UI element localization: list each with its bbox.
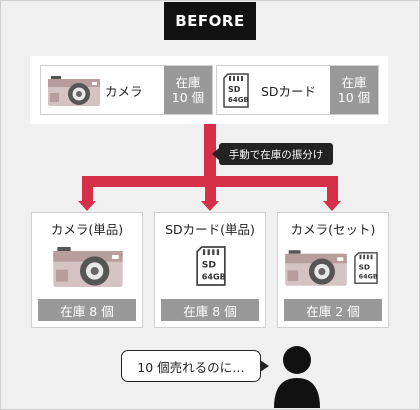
stock-count: 10 個 bbox=[171, 90, 205, 105]
sd-capacity-text: 64GB bbox=[359, 273, 378, 281]
camera-icon bbox=[48, 76, 100, 106]
arrowhead-center bbox=[201, 201, 219, 211]
arrow-stem bbox=[204, 124, 216, 182]
top-item-label: SDカード bbox=[261, 84, 317, 99]
diagram-title: BEFORE bbox=[164, 2, 256, 40]
card-title: カメラ(セット) bbox=[290, 222, 376, 237]
card-stock: 在庫 2 個 bbox=[284, 299, 382, 321]
stock-count: 10 個 bbox=[337, 90, 371, 105]
speech-bubble: 10 個売れるのに… bbox=[121, 350, 269, 382]
arrow-center-drop bbox=[205, 176, 216, 202]
stock-label: 在庫 bbox=[175, 75, 201, 90]
card-camera-set: カメラ(セット) SD 64GB 在庫 2 個 bbox=[277, 212, 389, 328]
arrow-right-drop bbox=[327, 176, 338, 202]
sd-text: SD bbox=[228, 85, 241, 94]
card-stock: 在庫 8 個 bbox=[161, 299, 259, 321]
stock-label: 在庫 bbox=[341, 75, 367, 90]
arrow-left-drop bbox=[82, 176, 93, 202]
sd-text: SD bbox=[359, 262, 370, 271]
top-inventory-box: カメラ 在庫 10 個 SD 64GB SDカード 在庫 10 個 bbox=[30, 56, 388, 124]
card-sd-single: SDカード(単品) SD 64GB 在庫 8 個 bbox=[154, 212, 266, 328]
sd-card-icon: SD 64GB bbox=[196, 246, 226, 286]
camera-icon bbox=[285, 250, 347, 286]
top-item-camera: カメラ 在庫 10 個 bbox=[40, 65, 213, 115]
sd-card-icon: SD 64GB bbox=[223, 73, 249, 108]
card-camera-single: カメラ(単品) 在庫 8 個 bbox=[31, 212, 143, 328]
card-title: SDカード(単品) bbox=[165, 222, 255, 237]
card-title: カメラ(単品) bbox=[50, 222, 124, 237]
sd-text: SD bbox=[202, 260, 217, 271]
top-item-label: カメラ bbox=[105, 84, 143, 99]
arrowhead-right bbox=[323, 201, 341, 211]
sd-card-icon: SD 64GB bbox=[354, 252, 378, 284]
manual-allocation-note: 手動で在庫の振分け bbox=[212, 143, 333, 165]
top-item-stock: 在庫 10 個 bbox=[164, 66, 212, 114]
sd-capacity-text: 64GB bbox=[228, 96, 249, 104]
camera-icon bbox=[53, 247, 123, 287]
arrowhead-left bbox=[78, 201, 96, 211]
top-item-sd-card: SD 64GB SDカード 在庫 10 個 bbox=[216, 65, 379, 115]
person-icon bbox=[274, 346, 320, 408]
top-item-stock: 在庫 10 個 bbox=[330, 66, 378, 114]
sd-capacity-text: 64GB bbox=[202, 272, 226, 281]
card-stock: 在庫 8 個 bbox=[38, 299, 136, 321]
